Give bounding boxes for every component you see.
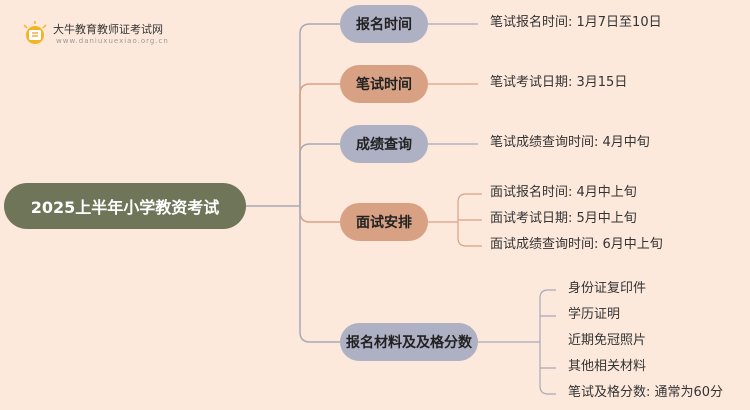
connector-leaf-group-4 <box>428 193 482 247</box>
logo-url: www.daniuxuexiao.org.cn <box>56 37 169 45</box>
leaf-passing-score: 笔试及格分数: 通常为60分 <box>568 385 724 400</box>
leaf-interview-score-query: 面试成绩查询时间: 6月中上旬 <box>490 237 663 252</box>
leaf-education-proof: 学历证明 <box>568 307 621 322</box>
site-logo[interactable]: 大牛教育教师证考试网 www.daniuxuexiao.org.cn <box>20 18 260 52</box>
book-logo-icon <box>23 21 47 44</box>
root-node: 2025上半年小学教资考试 <box>4 183 246 229</box>
leaf-other-materials: 其他相关材料 <box>568 359 647 374</box>
leaf-id-copy: 身份证复印件 <box>568 281 647 296</box>
leaf-recent-photo: 近期免冠照片 <box>568 333 647 348</box>
connector-branch-2 <box>299 83 340 206</box>
branch-written-exam-time: 笔试时间 <box>340 65 428 103</box>
branch-materials-passing-score: 报名材料及及格分数 <box>340 323 478 361</box>
leaf-written-score-query: 笔试成绩查询时间: 4月中旬 <box>490 135 650 150</box>
logo-title: 大牛教育教师证考试网 <box>53 23 163 36</box>
leaf-interview-exam-date: 面试考试日期: 5月中上旬 <box>490 211 637 226</box>
connector-branch-1 <box>299 23 340 206</box>
branch-score-query: 成绩查询 <box>340 125 428 163</box>
connector-leaf-group-5 <box>478 289 556 395</box>
connector-branch-3 <box>299 143 340 206</box>
branch-interview-schedule: 面试安排 <box>340 203 428 241</box>
branch-registration-time: 报名时间 <box>340 5 428 43</box>
connector-branch-4 <box>299 206 340 223</box>
connector-branch-5 <box>299 206 340 343</box>
leaf-written-exam-date: 笔试考试日期: 3月15日 <box>490 75 628 90</box>
leaf-written-registration: 笔试报名时间: 1月7日至10日 <box>490 15 662 30</box>
leaf-interview-registration: 面试报名时间: 4月中上旬 <box>490 185 637 200</box>
